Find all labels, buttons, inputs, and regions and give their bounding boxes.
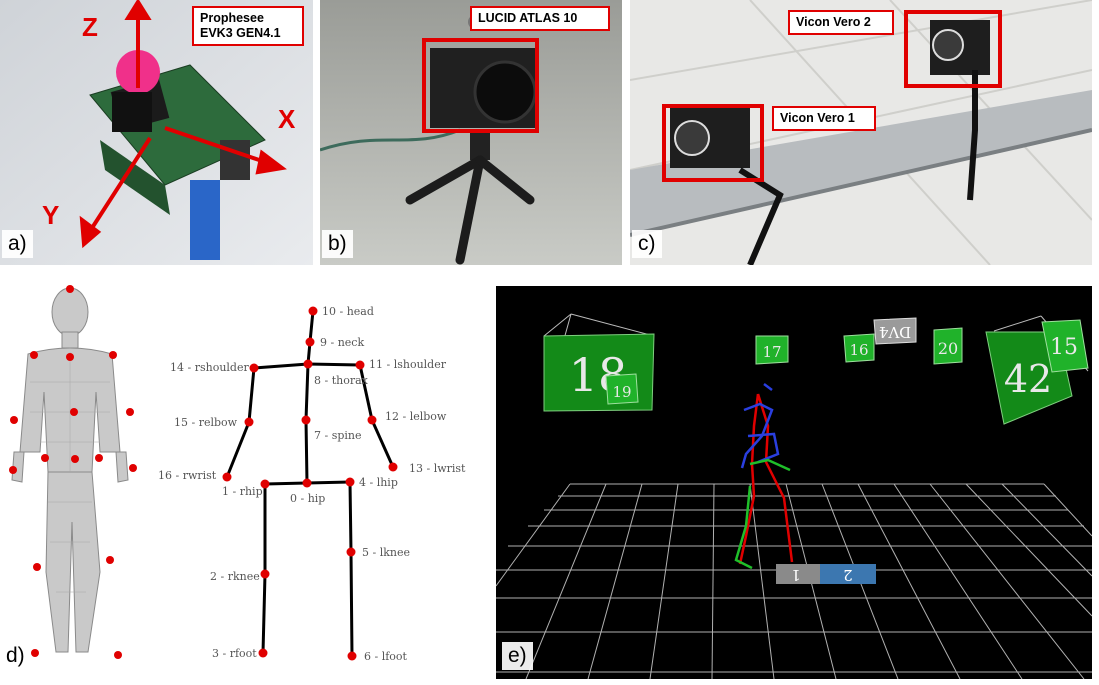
vicon-cameras-photo xyxy=(630,0,1092,265)
panel-d-label: d) xyxy=(6,644,25,667)
joint-label-lwrist: 13 - lwrist xyxy=(409,462,466,475)
camera-highlight-box xyxy=(422,38,539,133)
vicon-vero-1-callout: Vicon Vero 1 xyxy=(772,106,876,131)
lucid-callout: LUCID ATLAS 10 xyxy=(470,6,610,31)
tracked-skeleton xyxy=(734,383,794,570)
svg-text:DV4: DV4 xyxy=(879,323,911,341)
joint-label-lfoot: 6 - lfoot xyxy=(364,650,408,663)
joint-label-rhip: 1 - rhip xyxy=(222,485,263,498)
svg-text:15: 15 xyxy=(1050,335,1078,360)
panel-e-vicon-scene: 1 2 18 19 17 16 DV4 20 xyxy=(496,286,1092,679)
camera-16: 16 xyxy=(843,333,875,363)
panel-c-label: c) xyxy=(632,230,662,258)
floor-tile-1-label: 1 xyxy=(791,566,801,584)
skeleton-diagram: 10 - head 9 - neck 11 - lshoulder 14 - r… xyxy=(9,285,466,663)
joint-label-thorax: 8 - thorax xyxy=(314,374,369,387)
joint-label-rwrist: 16 - rwrist xyxy=(158,469,217,482)
axis-x-label: X xyxy=(278,104,296,134)
vicon-1-highlight-box xyxy=(662,104,764,182)
camera-17: 17 xyxy=(755,335,789,365)
joint-label-lhip: 4 - lhip xyxy=(359,476,398,489)
floor-grid xyxy=(496,483,1092,679)
joint-label-relbow: 15 - relbow xyxy=(174,416,238,429)
panel-b-label: b) xyxy=(322,230,353,258)
floor-tile-1 xyxy=(776,564,820,584)
vicon-2-highlight-box xyxy=(904,10,1002,88)
joint-label-neck: 9 - neck xyxy=(320,336,364,349)
panel-a-label: a) xyxy=(2,230,33,258)
joint-label-rshoulder: 14 - rshoulder xyxy=(170,361,249,374)
svg-text:17: 17 xyxy=(762,343,781,361)
prophesee-callout: Prophesee EVK3 GEN4.1 xyxy=(192,6,304,46)
joint-label-head: 10 - head xyxy=(322,305,374,318)
svg-text:16: 16 xyxy=(849,341,868,359)
vicon-3d-scene: 1 2 18 19 17 16 DV4 20 xyxy=(496,313,1092,679)
svg-text:42: 42 xyxy=(1004,357,1052,401)
joint-label-hip: 0 - hip xyxy=(290,492,325,505)
skeleton-joints xyxy=(222,306,398,661)
svg-text:20: 20 xyxy=(938,339,958,358)
joint-label-rknee: 2 - rknee xyxy=(210,570,260,583)
joint-label-rfoot: 3 - rfoot xyxy=(212,647,257,660)
joint-label-lshoulder: 11 - lshoulder xyxy=(369,358,447,371)
camera-20: 20 xyxy=(933,327,963,365)
floor-tile-2 xyxy=(820,564,876,584)
camera-19: 19 xyxy=(605,373,639,405)
axis-z-label: Z xyxy=(82,12,98,42)
floor-tile-2-label: 2 xyxy=(843,566,853,584)
panel-c-photo: Vicon Vero 2 Vicon Vero 1 c) xyxy=(630,0,1092,265)
panel-a-photo: Z X Y Prophesee EVK3 GEN4.1 a) xyxy=(0,0,313,265)
vicon-vero-2-callout: Vicon Vero 2 xyxy=(788,10,894,35)
axis-y-label: Y xyxy=(42,200,60,230)
joint-label-lelbow: 12 - lelbow xyxy=(385,410,447,423)
camera-15: 15 xyxy=(1041,319,1089,373)
camera-dv4: DV4 xyxy=(873,317,917,345)
panel-d-skeleton: 10 - head 9 - neck 11 - lshoulder 14 - r… xyxy=(0,272,490,685)
joint-label-lknee: 5 - lknee xyxy=(362,546,410,559)
panel-b-photo: LUCID ATLAS 10 b) xyxy=(320,0,622,265)
joint-label-spine: 7 - spine xyxy=(314,429,362,442)
panel-e-label: e) xyxy=(502,642,533,670)
svg-text:19: 19 xyxy=(612,383,631,401)
